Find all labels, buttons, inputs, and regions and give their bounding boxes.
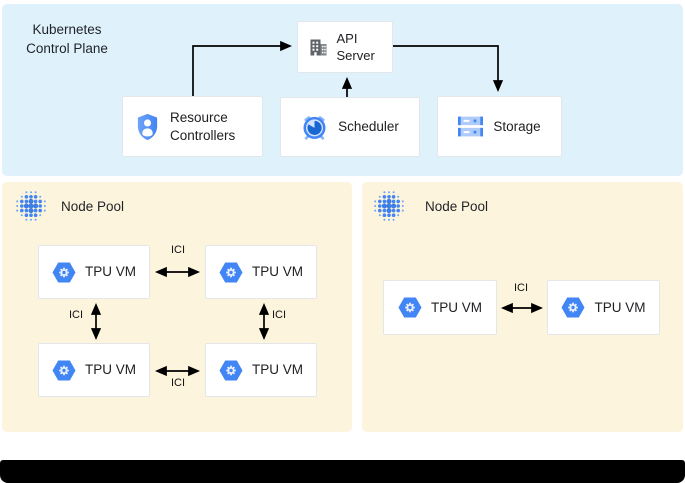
tpu-vm-node: TPU VM [205, 343, 317, 397]
storage-node: Storage [437, 96, 562, 157]
alarm-clock-icon [303, 115, 326, 140]
tpu-vm-label: TPU VM [251, 264, 303, 280]
hexagon-gear-icon [218, 261, 243, 283]
api-server-node: API Server [297, 21, 393, 73]
dotted-cluster-icon [16, 191, 46, 221]
hexagon-gear-icon [561, 297, 586, 318]
scheduler-node: Scheduler [280, 97, 420, 157]
tpu-vm-label: TPU VM [430, 299, 482, 315]
tpu-vm-label: TPU VM [251, 362, 303, 378]
tpu-vm-label: TPU VM [84, 362, 136, 378]
control-plane-title: Kubernetes Control Plane [26, 22, 108, 56]
tpu-vm-node: TPU VM [547, 280, 660, 335]
resource-controllers-label: Resource Controllers [170, 109, 236, 143]
shield-user-icon [137, 113, 158, 140]
ici-link-label: ICI [271, 309, 287, 321]
building-icon [310, 39, 326, 55]
tpu-vm-node: TPU VM [38, 343, 150, 397]
node-pool-right-label: Node Pool [425, 199, 489, 214]
footer-bar [0, 460, 685, 483]
tpu-vm-label: TPU VM [594, 299, 646, 315]
api-server-label: API Server [336, 30, 375, 63]
hexagon-gear-icon [51, 261, 76, 283]
scheduler-label: Scheduler [338, 119, 399, 135]
tpu-vm-node: TPU VM [383, 280, 497, 335]
ici-link-label: ICI [68, 309, 84, 321]
disk-stack-icon [458, 116, 484, 137]
dotted-cluster-icon [374, 191, 404, 221]
ici-link-label: ICI [170, 244, 186, 256]
tpu-vm-node: TPU VM [205, 245, 317, 299]
tpu-vm-label: TPU VM [84, 264, 136, 280]
hexagon-gear-icon [218, 359, 243, 381]
node-pool-left-label: Node Pool [61, 199, 125, 214]
hexagon-gear-icon [51, 359, 76, 381]
ici-link-label: ICI [513, 282, 529, 294]
storage-label: Storage [493, 118, 541, 134]
tpu-vm-node: TPU VM [38, 245, 150, 299]
ici-link-label: ICI [170, 377, 186, 389]
resource-controllers-node: Resource Controllers [122, 96, 263, 157]
hexagon-gear-icon [397, 297, 422, 318]
